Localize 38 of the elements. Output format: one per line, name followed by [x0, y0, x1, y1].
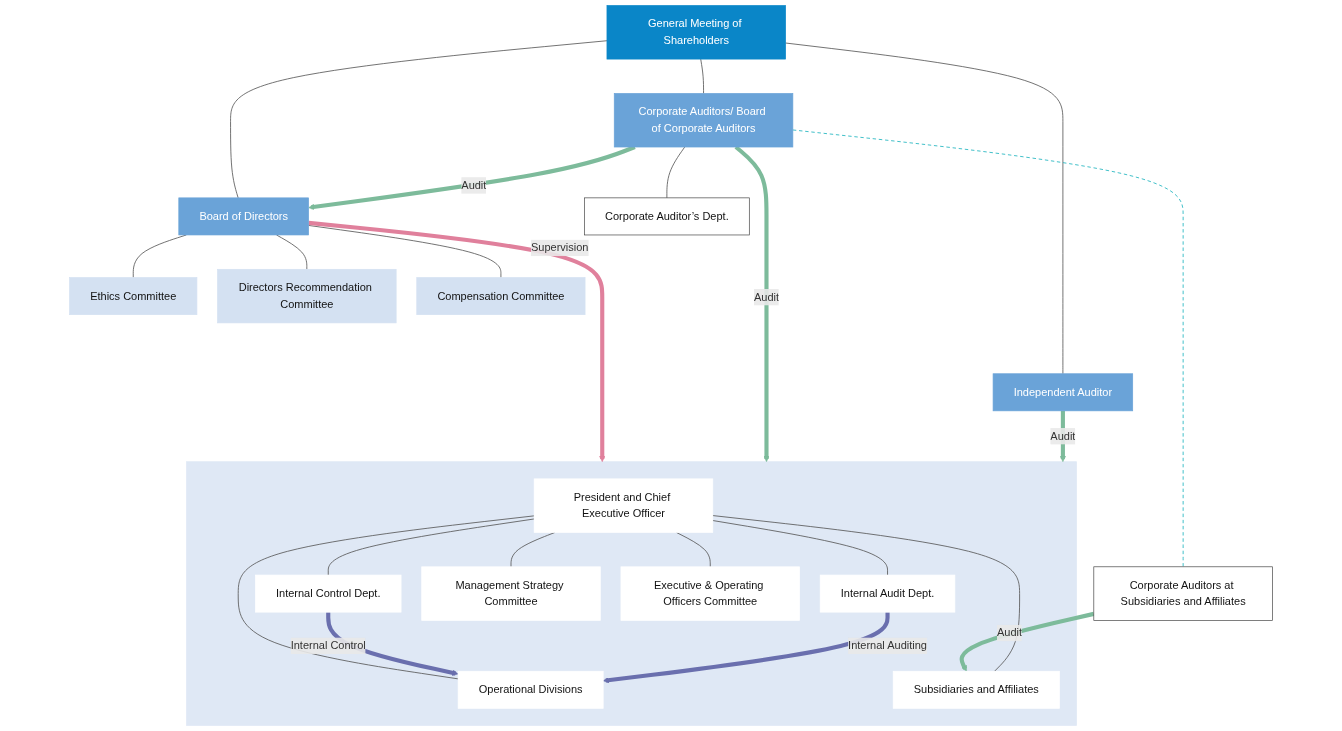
edge-label: Supervision — [530, 241, 589, 254]
node-box: Corporate Auditor’s Dept. — [584, 197, 750, 236]
node-box: Directors Recommendation Committee — [217, 268, 397, 324]
connector — [132, 234, 187, 278]
edge-label: Audit — [753, 290, 780, 303]
arrow — [602, 612, 890, 684]
connector — [712, 515, 1020, 672]
connector — [785, 42, 1064, 375]
connector — [237, 515, 535, 680]
node-box: Independent Auditor — [992, 373, 1134, 412]
connector — [276, 234, 308, 270]
node-box: Compensation Committee — [416, 277, 586, 315]
connector — [700, 58, 704, 94]
connector — [308, 225, 502, 278]
node-box: Ethics Committee — [69, 277, 198, 315]
node-box: Management Strategy Committee — [421, 566, 601, 621]
edge-label: Internal Auditing — [848, 639, 927, 652]
node-box: Internal Audit Dept. — [819, 574, 956, 613]
node-box: Operational Divisions — [457, 670, 604, 709]
node-box: President and Chief Executive Officer — [533, 478, 714, 533]
node-box: Corporate Auditors/ Board of Corporate Auditors — [613, 93, 794, 148]
node-box: Executive & Operating Officers Committee — [620, 566, 800, 621]
node-box: General Meeting of Shareholders — [606, 5, 786, 60]
edge-label: Audit — [1050, 430, 1076, 442]
edge-label: Internal Control — [290, 639, 366, 652]
node-box: Board of Directors — [178, 197, 309, 236]
cluster — [186, 461, 1077, 726]
edge-label: Audit — [996, 626, 1023, 639]
node-box: Corporate Auditors at Subsidiaries and Affiliates — [1093, 566, 1273, 621]
node-box: Internal Control Dept. — [255, 574, 402, 613]
arrow — [959, 611, 1095, 672]
node-box: Subsidiaries and Affiliates — [892, 670, 1060, 709]
arrow — [308, 220, 606, 462]
connector — [712, 520, 888, 576]
connector — [327, 518, 535, 576]
connector — [230, 40, 608, 199]
edge-label: Audit — [461, 179, 487, 191]
connector — [666, 146, 686, 199]
